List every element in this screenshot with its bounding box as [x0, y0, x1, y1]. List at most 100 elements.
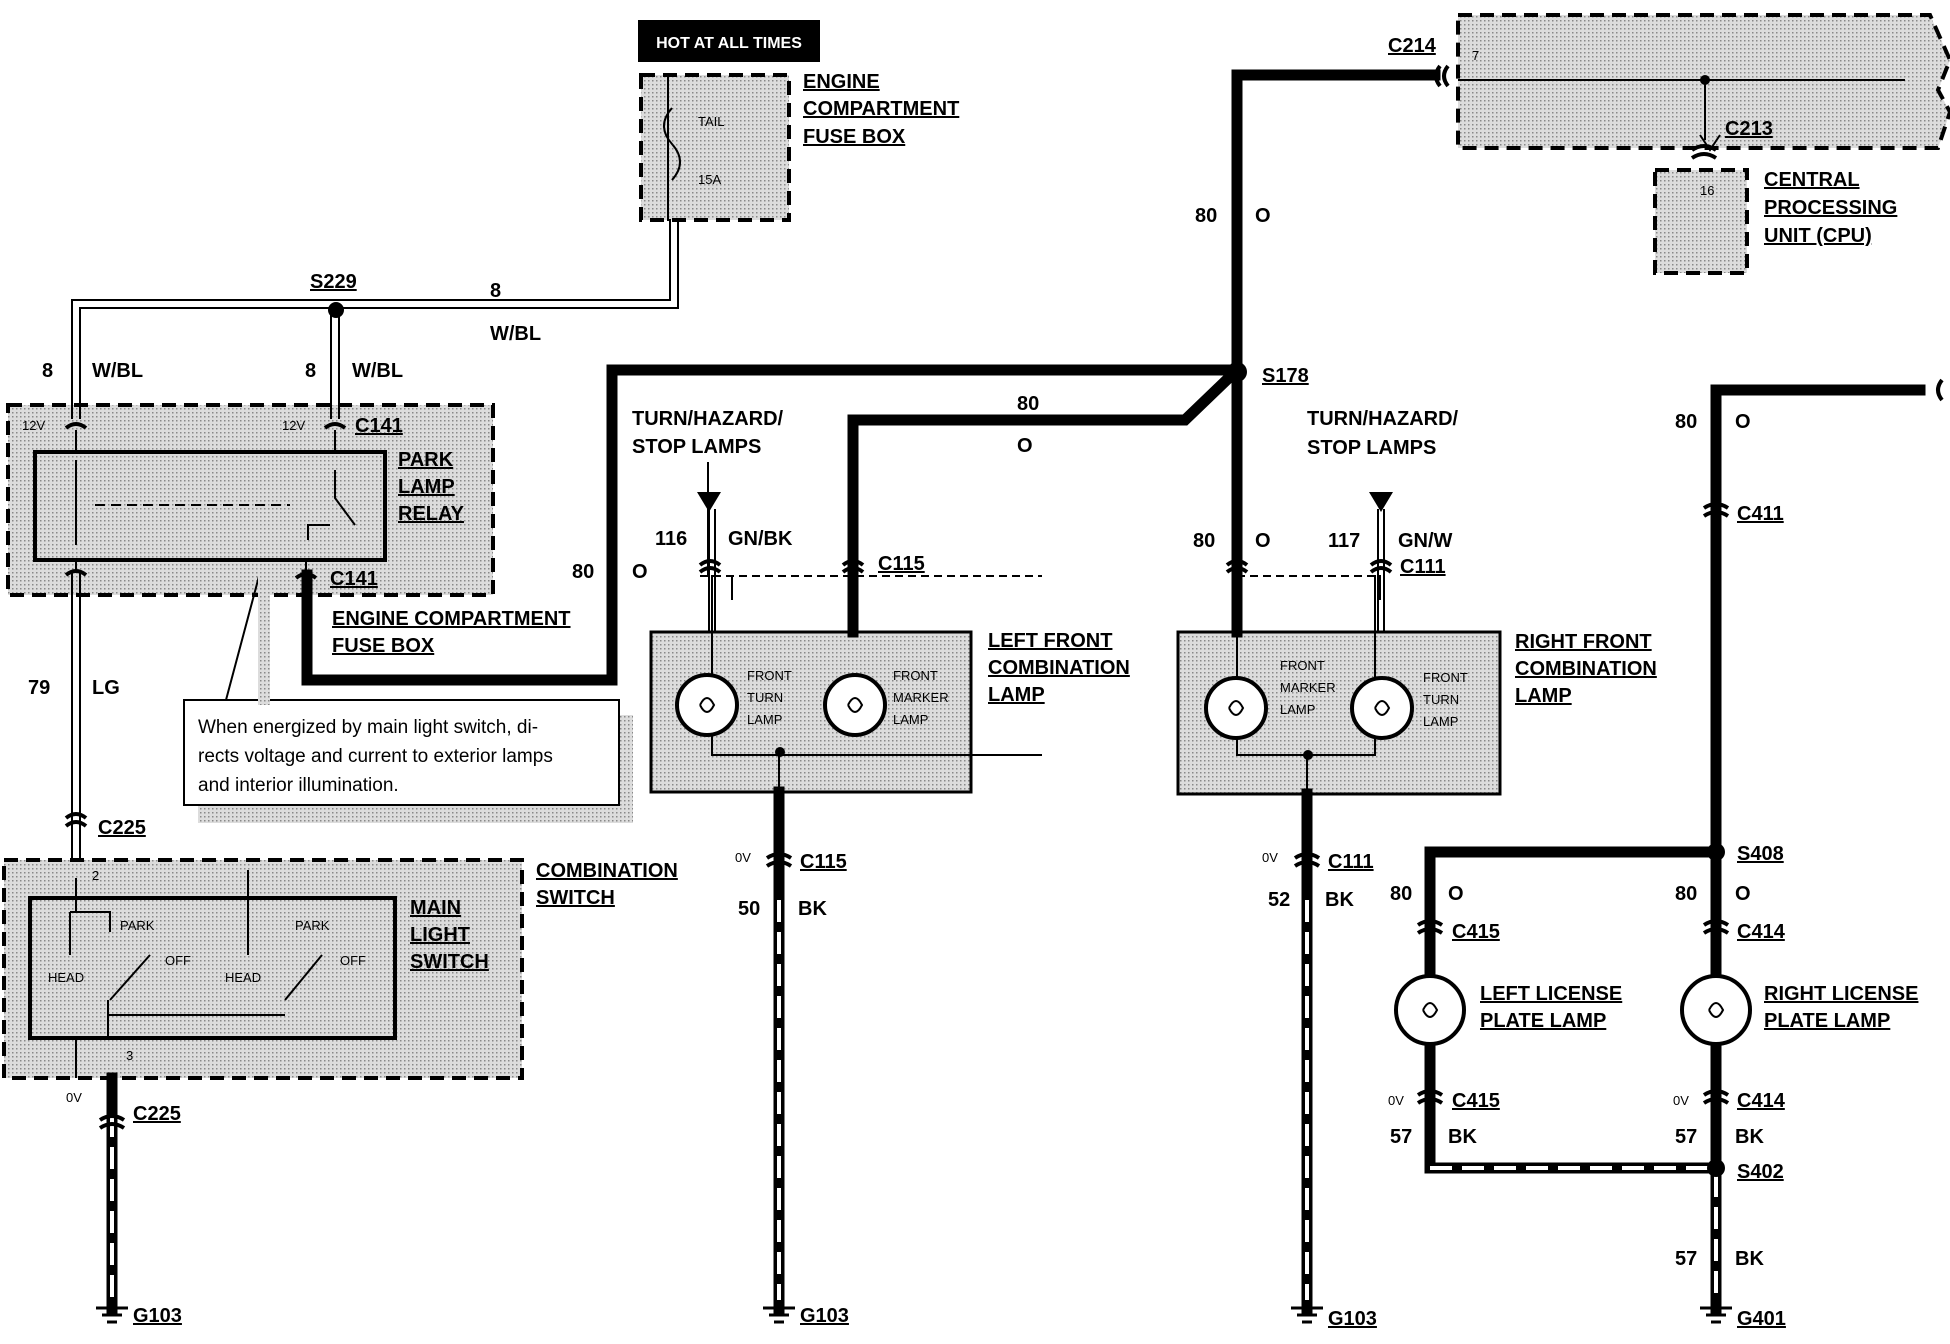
- switch-off-2: OFF: [340, 953, 366, 968]
- wire-52-label: 52: [1268, 889, 1290, 911]
- wire-57b-label: 57: [1675, 1126, 1697, 1148]
- splice-s178-label: S178: [1262, 365, 1309, 387]
- lf-turn-lamp-1: FRONT: [747, 668, 792, 683]
- wire-bk57a-label: BK: [1448, 1126, 1477, 1148]
- voltage-0v-3: 0V: [1262, 850, 1278, 865]
- connector-c141a-label: C141: [355, 415, 403, 437]
- wire-lg-label: LG: [92, 677, 120, 699]
- lf-turn-lamp-2: TURN: [747, 690, 783, 705]
- combination-switch-label-1: COMBINATION: [536, 860, 678, 882]
- hot-at-all-times-text: HOT AT ALL TIMES: [656, 35, 802, 52]
- fuse-rating: 15A: [698, 172, 721, 187]
- switch-head-2: HEAD: [225, 970, 261, 985]
- wire-o-r-label: O: [1735, 411, 1751, 433]
- splice-s408-dot: [1707, 843, 1725, 861]
- park-lamp-relay-label-3: RELAY: [398, 503, 465, 525]
- cpu-box: [1653, 168, 1749, 275]
- right-front-lamp-label-3: LAMP: [1515, 685, 1572, 707]
- connector-c411-label: C411: [1737, 503, 1784, 525]
- right-front-lamp-label-1: RIGHT FRONT: [1515, 631, 1652, 653]
- connector-c414a-label: C414: [1737, 921, 1786, 943]
- note-line-1: When energized by main light switch, di-: [198, 717, 538, 738]
- switch-off-1: OFF: [165, 953, 191, 968]
- switch-park-2: PARK: [295, 918, 330, 933]
- ground-g103-1: G103: [133, 1305, 182, 1327]
- main-light-switch-label-2: LIGHT: [410, 924, 470, 946]
- ground-symbols: [96, 1306, 1732, 1324]
- cpu-label-1: CENTRAL: [1764, 169, 1860, 191]
- fuse-box-top-label-3: FUSE BOX: [803, 126, 906, 148]
- right-license-plate-lamp-bulb: [1680, 974, 1752, 1046]
- connector-c111a-label: C111: [1400, 556, 1446, 578]
- wire-o-rl-label: O: [1735, 883, 1751, 905]
- turn-hazard-left-label-1: TURN/HAZARD/: [632, 408, 784, 430]
- note-line-3: and interior illumination.: [198, 775, 399, 796]
- splice-s408-label: S408: [1737, 843, 1784, 865]
- wire-o-ll-label: O: [1448, 883, 1464, 905]
- wire-bk52-label: BK: [1325, 889, 1354, 911]
- turn-hazard-right-arrow: [1369, 492, 1393, 512]
- wire-wbla-label: W/BL: [92, 360, 143, 382]
- splice-s229-label: S229: [310, 271, 357, 293]
- wire-117-label: 117: [1328, 530, 1360, 552]
- connector-c225b-label: C225: [133, 1103, 181, 1125]
- right-front-marker-lamp-bulb: [1204, 676, 1268, 740]
- voltage-0v-2: 0V: [735, 850, 751, 865]
- pin-7-label: 7: [1472, 48, 1479, 63]
- splice-s402-dot: [1707, 1159, 1725, 1177]
- pin-16-label: 16: [1700, 183, 1714, 198]
- wire-80-rf-label: 80: [1193, 530, 1215, 552]
- note-box: [183, 699, 620, 806]
- wire-o-relay-label: O: [632, 561, 648, 583]
- wire-57c-label: 57: [1675, 1248, 1697, 1270]
- lf-marker-lamp-3: LAMP: [893, 712, 928, 727]
- pin-12v-b: 12V: [282, 418, 305, 433]
- left-front-turn-lamp-bulb: [675, 673, 739, 737]
- connector-c415b-label: C415: [1452, 1090, 1500, 1112]
- park-lamp-relay-box: [6, 403, 495, 597]
- splice-s229-dot: [328, 302, 344, 318]
- fuse-box-top-label-1: ENGINE: [803, 71, 880, 93]
- park-lamp-relay-label-2: LAMP: [398, 476, 455, 498]
- rf-marker-lamp-2: MARKER: [1280, 680, 1336, 695]
- turn-hazard-left-arrow: [697, 492, 721, 512]
- fuse-box-bottom-label-2: FUSE BOX: [332, 635, 435, 657]
- connector-c213-label: C213: [1725, 118, 1773, 140]
- main-light-switch-inner: [28, 896, 397, 1040]
- pin-2-label: 2: [92, 868, 99, 883]
- wire-gnw-label: GN/W: [1398, 530, 1453, 552]
- main-light-switch-label-1: MAIN: [410, 897, 461, 919]
- turn-hazard-right-label-1: TURN/HAZARD/: [1307, 408, 1459, 430]
- left-front-lamp-label-3: LAMP: [988, 684, 1045, 706]
- turn-hazard-left-label-2: STOP LAMPS: [632, 436, 761, 458]
- left-license-lamp-label-2: PLATE LAMP: [1480, 1010, 1606, 1032]
- fuse-name: TAIL: [698, 114, 725, 129]
- left-front-lamp-label-2: COMBINATION: [988, 657, 1130, 679]
- rf-turn-lamp-1: FRONT: [1423, 670, 1468, 685]
- wire-50-label: 50: [738, 898, 760, 920]
- main-light-switch-label-3: SWITCH: [410, 951, 489, 973]
- combination-switch-label-2: SWITCH: [536, 887, 615, 909]
- left-front-marker-lamp-bulb: [823, 673, 887, 737]
- right-license-lamp-label-1: RIGHT LICENSE: [1764, 983, 1918, 1005]
- pin-12v-a: 12V: [22, 418, 45, 433]
- rf-marker-lamp-3: LAMP: [1280, 702, 1315, 717]
- wire-o-rf-label: O: [1255, 530, 1271, 552]
- switch-park-1: PARK: [120, 918, 155, 933]
- connector-marks: [64, 64, 1944, 1130]
- switch-head-1: HEAD: [48, 970, 84, 985]
- connector-c111b-label: C111: [1328, 851, 1374, 873]
- turn-hazard-right-label-2: STOP LAMPS: [1307, 437, 1436, 459]
- pin-3-label: 3: [126, 1048, 133, 1063]
- rf-marker-lamp-1: FRONT: [1280, 658, 1325, 673]
- wire-8b-label: 8: [305, 360, 316, 382]
- connector-c214-label: C214: [1388, 35, 1437, 57]
- wire-gnbk-label: GN/BK: [728, 528, 793, 550]
- connector-c115a-label: C115: [878, 553, 925, 575]
- wire-80-ll-label: 80: [1390, 883, 1412, 905]
- cpu-label-2: PROCESSING: [1764, 197, 1897, 219]
- wire-bk57b-label: BK: [1735, 1126, 1764, 1148]
- connector-c414b-label: C414: [1737, 1090, 1786, 1112]
- wire-8a-label: 8: [42, 360, 53, 382]
- note-line-2: rects voltage and current to exterior la…: [198, 746, 553, 767]
